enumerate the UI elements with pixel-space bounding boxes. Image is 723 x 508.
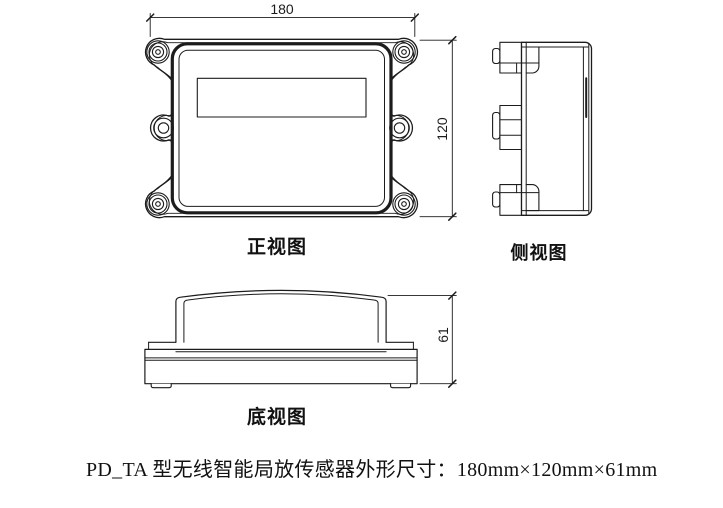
side-middle-ear-block — [499, 104, 523, 151]
height-dimension-120 — [419, 35, 457, 221]
front-cover-inner-line — [178, 49, 385, 207]
side-bottom-flange-tab — [525, 184, 540, 212]
bottom-base-lines — [144, 341, 418, 361]
bottom-view-label: 底视图 — [246, 407, 307, 428]
side-top-ear-block — [499, 41, 523, 74]
bottom-lid-outline — [175, 289, 387, 343]
front-middle-holes — [153, 117, 410, 139]
side-bottom-ear-block — [499, 184, 523, 216]
side-body-outline — [520, 41, 593, 216]
side-middle-ear-nub — [492, 111, 501, 140]
bottom-lid-inner-line — [183, 293, 379, 343]
side-view-drawing — [492, 41, 593, 216]
bottom-base-slab — [144, 348, 418, 385]
side-top-ear-nub — [492, 47, 501, 65]
height-dimension-61 — [387, 291, 457, 388]
bottom-view-drawing — [144, 289, 457, 389]
front-display-window — [196, 77, 367, 118]
width-dimension-180 — [145, 13, 420, 37]
bottom-left-foot — [150, 383, 172, 389]
dimension-label-height-bottom: 61 — [435, 327, 451, 343]
dimension-label-width: 180 — [270, 1, 294, 17]
front-view-drawing — [144, 13, 457, 221]
side-ear-detail-lines — [499, 62, 540, 194]
side-body-inner-lines — [521, 41, 590, 216]
drawing-caption: PD_TA 型无线智能局放传感器外形尺寸：180mm×120mm×61mm — [86, 459, 658, 481]
side-bottom-ear-nub — [492, 191, 501, 208]
front-view-label: 正视图 — [246, 237, 307, 258]
side-top-flange-tab — [525, 46, 540, 74]
side-view-label: 侧视图 — [510, 243, 568, 263]
bottom-lid-fill — [175, 290, 387, 343]
front-corner-screws — [146, 40, 416, 216]
front-cover-outline — [170, 42, 393, 215]
bottom-right-foot — [390, 383, 412, 389]
dimension-label-height-front: 120 — [434, 117, 450, 141]
